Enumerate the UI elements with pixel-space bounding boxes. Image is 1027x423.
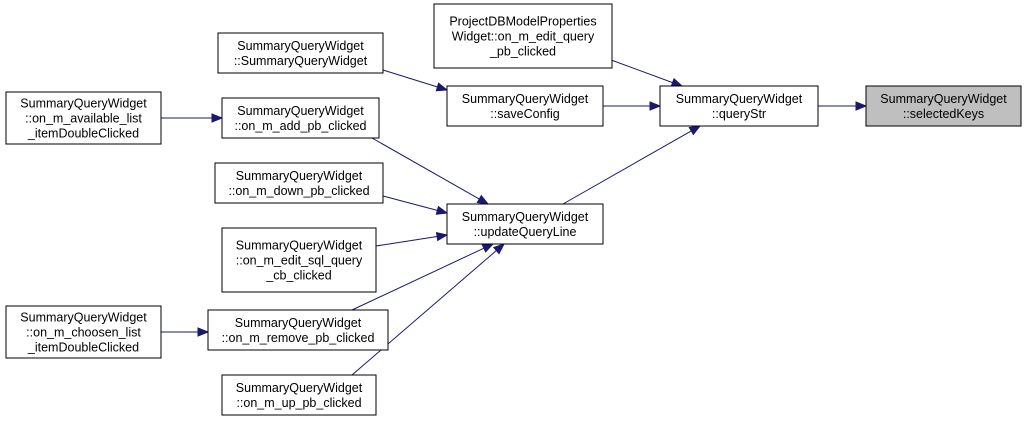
node-label-line: _itemDoubleClicked <box>27 341 139 355</box>
edge-ctor-to-saveConfig <box>382 69 449 92</box>
node-choosen[interactable]: SummaryQueryWidget::on_m_choosen_list_it… <box>5 305 162 359</box>
node-layer: SummaryQueryWidget::selectedKeysSummaryQ… <box>5 3 1022 416</box>
node-up-pb[interactable]: SummaryQueryWidget::on_m_up_pb_clicked <box>221 374 377 416</box>
node-label-line: SummaryQueryWidget <box>236 381 363 395</box>
node-label-line: SummaryQueryWidget <box>20 97 147 111</box>
node-label-line: ::on_m_choosen_list <box>26 326 141 340</box>
node-box <box>433 3 613 69</box>
node-label-line: ::on_m_add_pb_clicked <box>234 119 366 133</box>
node-add-pb[interactable]: SummaryQueryWidget::on_m_add_pb_clicked <box>221 97 380 139</box>
edge-line <box>351 247 485 311</box>
node-box <box>5 91 162 145</box>
node-ctor[interactable]: SummaryQueryWidget::SummaryQueryWidget <box>217 32 384 74</box>
node-label-line: ::on_m_edit_sql_query <box>236 254 363 268</box>
arrowhead-icon <box>670 77 684 87</box>
node-label-line: ::updateQueryLine <box>474 225 577 239</box>
edge-edit_sql-to-updateQueryLine <box>375 231 449 247</box>
edge-available-to-add_pb <box>161 113 224 123</box>
edge-down_pb-to-updateQueryLine <box>382 195 449 215</box>
node-label-line: ::selectedKeys <box>903 107 984 121</box>
node-down-pb[interactable]: SummaryQueryWidget::on_m_down_pb_clicked <box>214 162 384 204</box>
edge-line <box>375 236 438 247</box>
edge-queryStr-to-selectedKeys <box>818 101 868 111</box>
arrowhead-icon <box>481 243 495 253</box>
node-box <box>446 203 604 245</box>
node-remove-pb[interactable]: SummaryQueryWidget::on_m_remove_pb_click… <box>207 309 389 351</box>
edge-up_pb-to-updateQueryLine <box>351 243 506 376</box>
arrowhead-icon <box>435 205 449 215</box>
edge-line <box>371 137 480 200</box>
node-label-line: ::on_m_up_pb_clicked <box>236 396 361 410</box>
node-label-line: ::saveConfig <box>490 107 560 121</box>
node-box <box>214 162 384 204</box>
edge-edit_query-to-queryStr <box>602 56 684 87</box>
node-label-line: SummaryQueryWidget <box>235 316 362 330</box>
node-saveConfig[interactable]: SummaryQueryWidget::saveConfig <box>446 85 604 127</box>
arrowhead-icon <box>197 327 210 337</box>
edge-line <box>351 250 497 376</box>
node-box <box>221 227 377 293</box>
node-label-line: _pb_clicked <box>489 45 556 59</box>
node-box <box>221 374 377 416</box>
edge-updateQueryLine-to-queryStr <box>562 125 702 205</box>
node-label-line: _itemDoubleClicked <box>27 127 139 141</box>
node-box <box>5 305 162 359</box>
node-box <box>865 85 1022 127</box>
arrowhead-icon <box>435 82 449 92</box>
node-label-line: _cb_clicked <box>265 269 331 283</box>
node-label-line: SummaryQueryWidget <box>20 311 147 325</box>
node-box <box>217 32 384 74</box>
node-edit-query[interactable]: ProjectDBModelPropertiesWidget::on_m_edi… <box>433 3 613 69</box>
node-updateQueryLine[interactable]: SummaryQueryWidget::updateQueryLine <box>446 203 604 245</box>
node-label-line: Widget::on_m_edit_query <box>452 30 595 44</box>
node-label-line: SummaryQueryWidget <box>880 92 1007 106</box>
edge-saveConfig-to-queryStr <box>603 101 662 111</box>
node-label-line: ::queryStr <box>712 107 766 121</box>
node-label-line: ProjectDBModelProperties <box>449 15 596 29</box>
node-label-line: SummaryQueryWidget <box>237 39 364 53</box>
node-label-line: ::SummaryQueryWidget <box>234 54 368 68</box>
node-label-line: SummaryQueryWidget <box>462 92 589 106</box>
arrowhead-icon <box>435 231 449 242</box>
node-edit-sql[interactable]: SummaryQueryWidget::on_m_edit_sql_query_… <box>221 227 377 293</box>
node-box <box>446 85 604 127</box>
node-label-line: SummaryQueryWidget <box>462 210 589 224</box>
edge-line <box>382 195 438 211</box>
node-label-line: SummaryQueryWidget <box>236 169 363 183</box>
edge-line <box>602 56 673 84</box>
node-label-line: ::on_m_available_list <box>25 112 142 126</box>
node-queryStr[interactable]: SummaryQueryWidget::queryStr <box>659 85 819 127</box>
edge-line <box>562 130 692 205</box>
arrowhead-icon <box>688 125 702 136</box>
node-available[interactable]: SummaryQueryWidget::on_m_available_list_… <box>5 91 162 145</box>
node-selectedKeys[interactable]: SummaryQueryWidget::selectedKeys <box>865 85 1022 127</box>
arrowhead-icon <box>649 101 662 111</box>
arrowhead-icon <box>855 101 868 111</box>
node-label-line: ::on_m_remove_pb_clicked <box>222 331 375 345</box>
node-box <box>221 97 380 139</box>
node-label-line: SummaryQueryWidget <box>237 104 364 118</box>
node-box <box>659 85 819 127</box>
node-box <box>207 309 389 351</box>
node-label-line: SummaryQueryWidget <box>236 239 363 253</box>
edge-layer <box>161 56 868 376</box>
node-label-line: ::on_m_down_pb_clicked <box>228 184 369 198</box>
arrowhead-icon <box>492 243 506 255</box>
edge-choosen-to-remove_pb <box>161 327 210 337</box>
edge-add_pb-to-updateQueryLine <box>371 137 490 205</box>
arrowhead-icon <box>476 194 490 205</box>
node-label-line: SummaryQueryWidget <box>676 92 803 106</box>
edge-line <box>382 69 438 88</box>
arrowhead-icon <box>211 113 224 123</box>
